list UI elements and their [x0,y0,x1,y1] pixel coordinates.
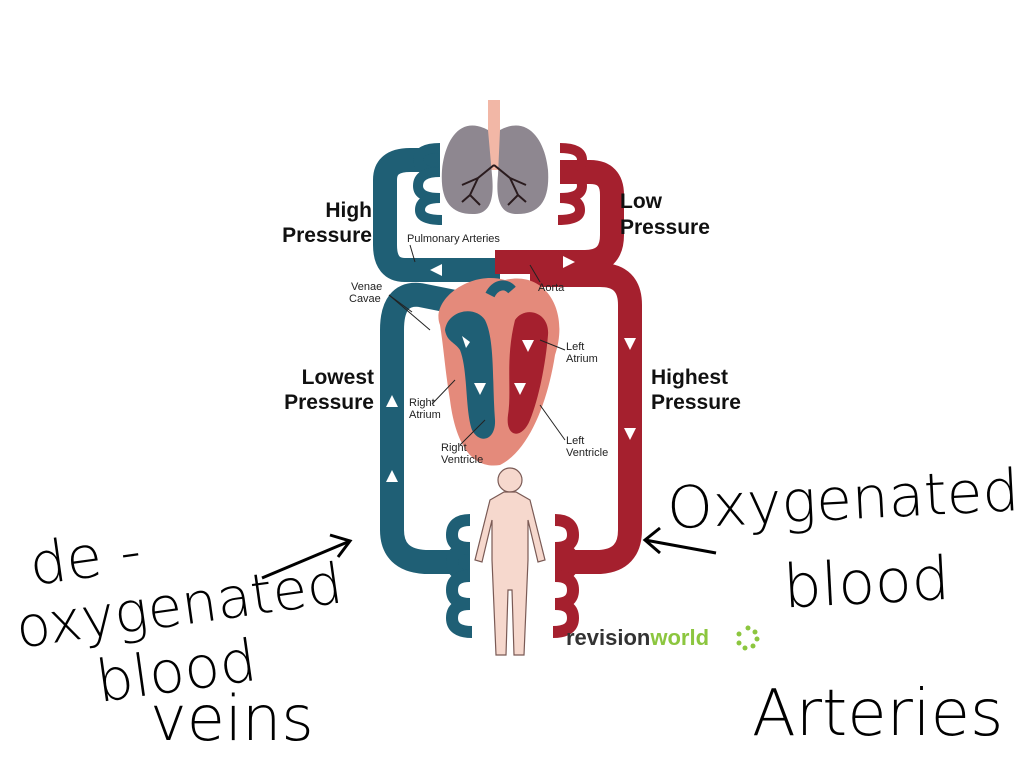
heart-icon [438,278,560,466]
svg-text:High: High [325,199,372,222]
svg-text:Ventricle: Ventricle [441,454,483,466]
svg-text:Pressure: Pressure [651,391,741,414]
annotation-veins: veins [150,682,314,755]
pulmonary-artery-loop [373,148,500,282]
leader-lines [388,244,566,446]
arrow-icon [642,526,717,555]
svg-text:Ventricle: Ventricle [566,447,608,459]
label-low-pressure: Low Pressure [620,190,710,239]
arrow-icon [261,533,353,580]
brand-part1: revision [566,625,650,650]
label-pulmonary-arteries: Pulmonary Arteries [407,233,500,245]
label-high-pressure: High Pressure [282,199,372,247]
label-right-atrium: Right Atrium [409,397,441,421]
svg-text:Right: Right [441,442,467,454]
svg-text:Left: Left [566,435,584,447]
arrow-icon [386,256,636,482]
brand-part2: world [649,625,709,650]
svg-text:Venae: Venae [351,281,382,293]
svg-text:blood: blood [782,544,952,623]
svg-text:Atrium: Atrium [566,353,598,365]
svg-text:Low: Low [620,190,663,213]
lung-capillaries [412,143,588,225]
svg-text:Pressure: Pressure [282,224,372,247]
svg-text:Cavae: Cavae [349,293,381,305]
annotation-right: Oxygenated blood [665,456,1020,623]
label-highest-pressure: Highest Pressure [651,366,741,414]
svg-text:Pressure: Pressure [284,391,374,414]
body-capillaries [445,514,580,638]
svg-text:de -: de - [25,516,145,599]
svg-text:Right: Right [409,397,435,409]
svg-text:Left: Left [566,341,584,353]
vena-cava-loop [380,282,473,574]
annotation-arteries: Arteries [752,677,1003,751]
label-left-atrium: Left Atrium [566,341,598,365]
svg-text:Pressure: Pressure [620,216,710,239]
svg-text:Atrium: Atrium [409,409,441,421]
svg-text:Oxygenated: Oxygenated [665,456,1020,542]
lungs-icon [441,100,549,215]
label-lowest-pressure: Lowest Pressure [284,366,374,414]
svg-text:Lowest: Lowest [302,366,374,389]
svg-text:Highest: Highest [651,366,728,389]
label-aorta: Aorta [538,282,565,294]
revisionworld-logo-icon: revisionworld [566,625,760,651]
label-venae-cavae: Venae Cavae [349,281,382,305]
svg-text:revisionworld: revisionworld [566,625,709,650]
pulmonary-vein-loop [495,160,624,274]
label-left-ventricle: Left Ventricle [566,435,608,459]
human-body-icon [474,467,546,656]
aorta-loop [530,263,642,574]
